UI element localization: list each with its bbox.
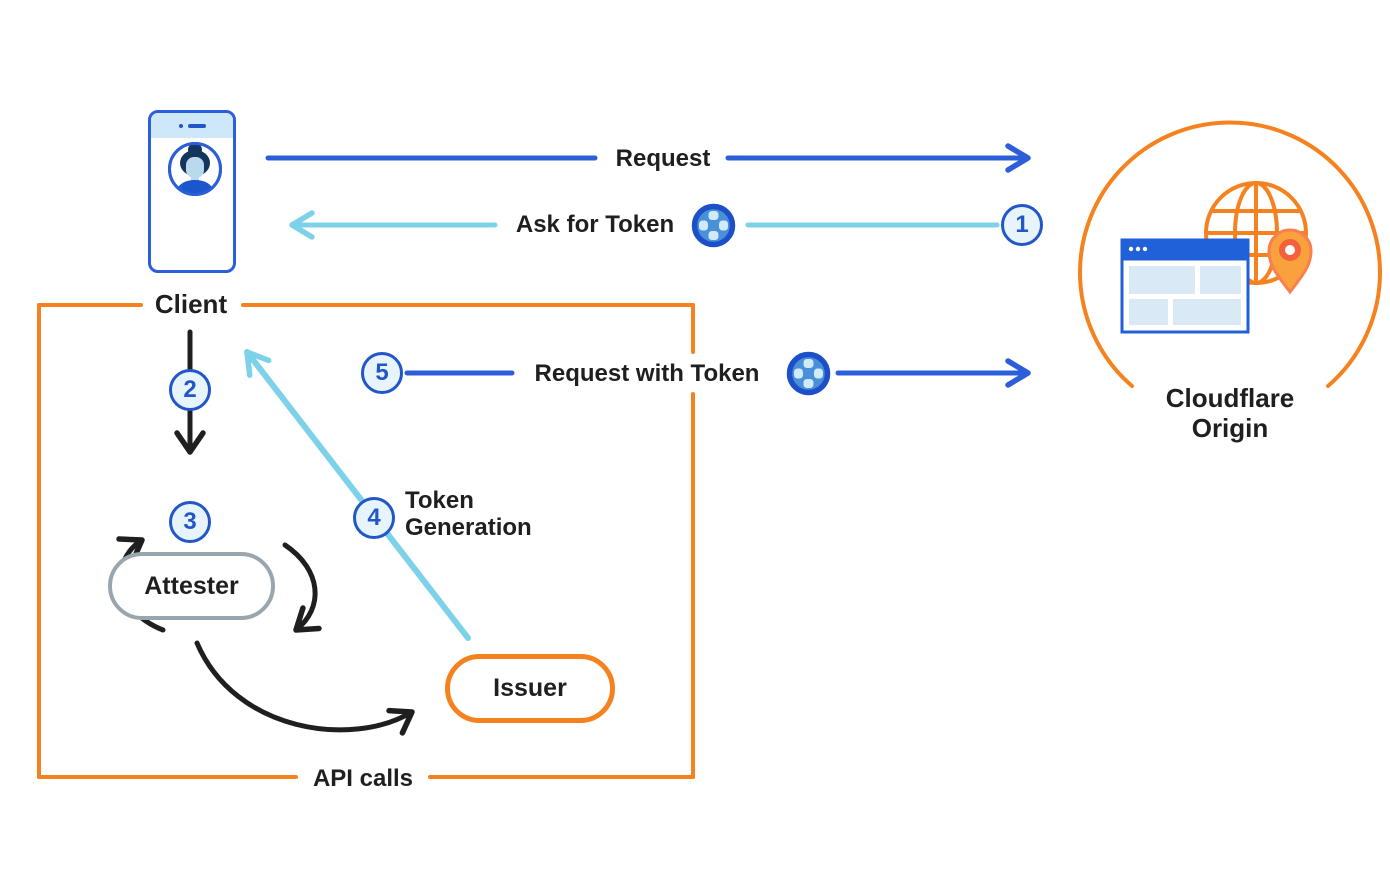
token-generation-label: Token Generation bbox=[405, 487, 532, 541]
cloudflare-origin-label-line2: Origin bbox=[1191, 413, 1269, 443]
issuer-node: Issuer bbox=[445, 654, 615, 723]
cloudflare-origin-label: Cloudflare Origin bbox=[1118, 383, 1342, 443]
api-calls-label: API calls bbox=[312, 765, 414, 792]
token-icon bbox=[691, 203, 736, 248]
step-badge-1: 1 bbox=[1001, 204, 1043, 246]
token-generation-label-line2: Generation bbox=[405, 514, 532, 541]
phone-speaker-dash bbox=[187, 123, 206, 128]
step-badge-5: 5 bbox=[361, 352, 403, 394]
client-phone-icon bbox=[148, 110, 236, 273]
api-calls-box bbox=[37, 303, 695, 779]
attester-right-arc bbox=[282, 542, 322, 633]
token-icon bbox=[786, 351, 831, 396]
phone-camera-dot bbox=[178, 123, 183, 128]
cloudflare-origin-ring bbox=[1078, 120, 1382, 388]
browser-window-icon bbox=[1120, 238, 1250, 334]
ask-for-token-label: Ask for Token bbox=[515, 211, 675, 238]
request-with-token-label: Request with Token bbox=[534, 360, 760, 387]
client-label: Client bbox=[154, 289, 228, 319]
cloudflare-origin-label-line1: Cloudflare bbox=[1165, 383, 1295, 413]
user-avatar-icon bbox=[168, 142, 222, 196]
token-generation-label-line1: Token bbox=[405, 487, 474, 514]
token-generation-arrow bbox=[244, 349, 471, 641]
location-pin-icon bbox=[1267, 228, 1313, 295]
phone-speaker-bar bbox=[151, 113, 233, 138]
attester-label: Attester bbox=[144, 571, 239, 600]
attester-node: Attester bbox=[108, 552, 275, 620]
step-badge-3: 3 bbox=[169, 501, 211, 543]
issuer-label: Issuer bbox=[493, 674, 567, 702]
request-label: Request bbox=[615, 145, 711, 172]
step-badge-2: 2 bbox=[169, 369, 211, 411]
step-badge-4: 4 bbox=[353, 497, 395, 539]
attester-to-issuer-arc bbox=[194, 640, 415, 736]
